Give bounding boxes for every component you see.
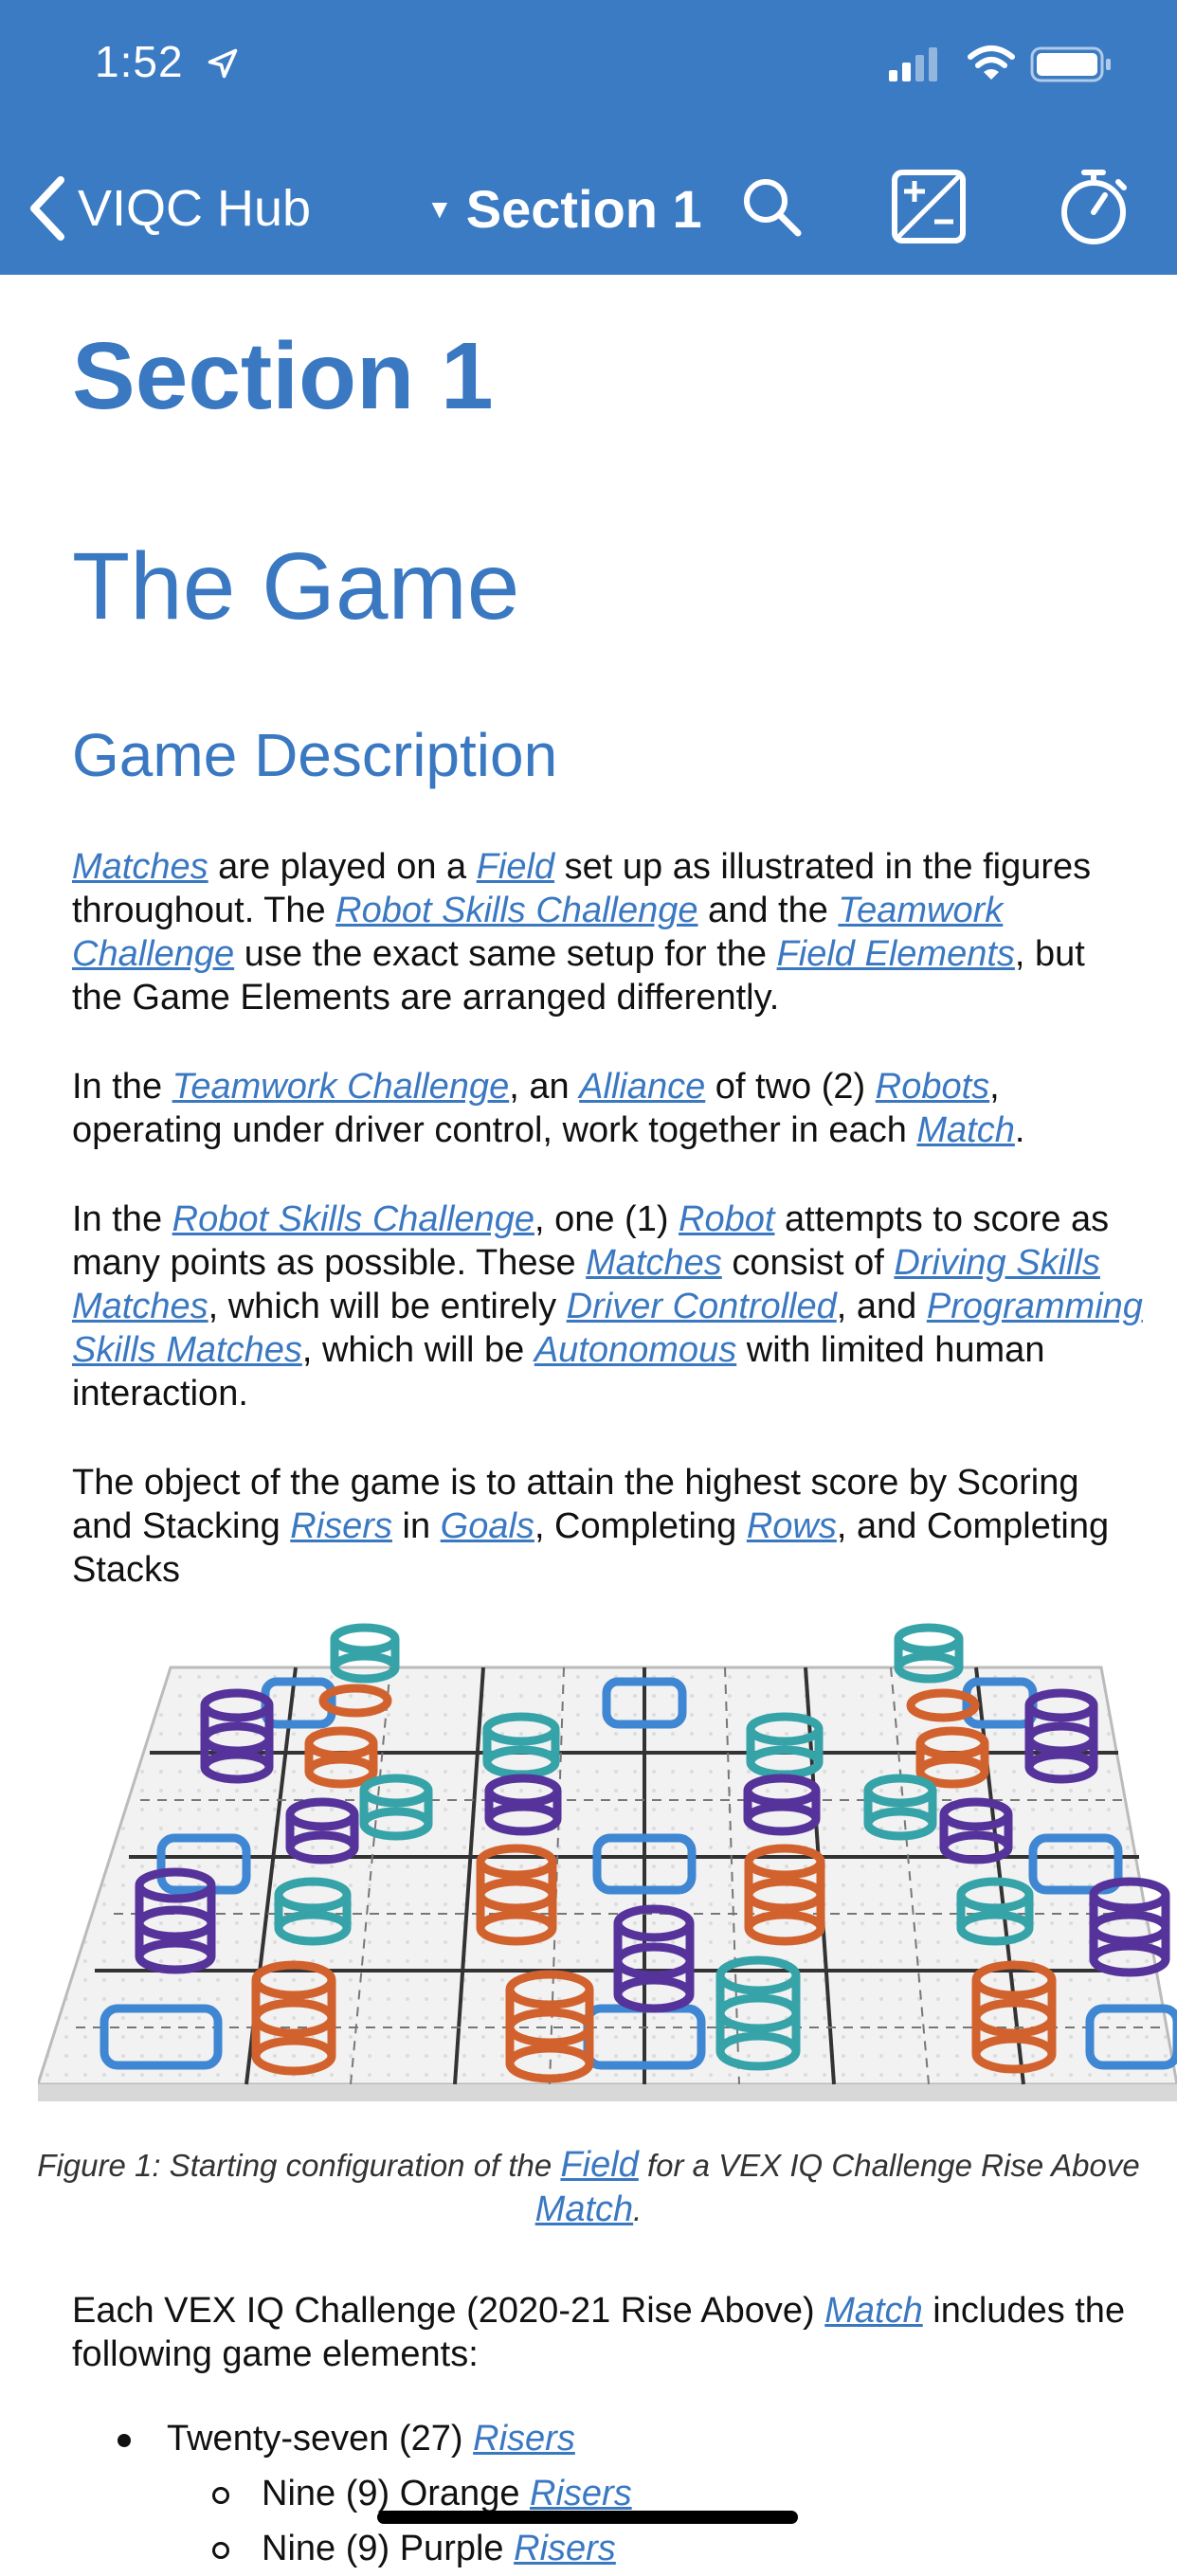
link-robot[interactable]: Robot [679, 1199, 775, 1239]
link-teamwork-challenge[interactable]: Teamwork Challenge [72, 891, 1004, 974]
nav-title-label: Section 1 [465, 179, 702, 239]
link-robot-skills-challenge[interactable]: Robot Skills Challenge [335, 891, 698, 930]
link-goals[interactable]: Goals [440, 1506, 534, 1546]
cellular-signal-icon [889, 47, 937, 81]
list-item: Nine (9) Orange Risers [72, 2466, 1143, 2521]
status-indicators [889, 44, 1116, 82]
field-illustration [35, 1623, 1177, 2101]
search-button[interactable] [739, 174, 806, 245]
battery-icon [1030, 46, 1111, 82]
timer-button[interactable] [1058, 167, 1130, 251]
home-indicator[interactable] [377, 2511, 798, 2524]
link-programming-skills-matches[interactable]: Programming Skills Matches [72, 1287, 1143, 1370]
list-item: Twenty-seven (27) Risers [72, 2411, 1143, 2466]
link-matches[interactable]: Matches [586, 1243, 722, 1283]
stopwatch-icon [1061, 170, 1127, 244]
link-match[interactable]: Match [916, 1110, 1015, 1150]
chevron-left-icon [30, 176, 64, 241]
link-robots[interactable]: Robots [875, 1067, 990, 1107]
link-alliance[interactable]: Alliance [579, 1067, 706, 1107]
link-robot-skills-challenge[interactable]: Robot Skills Challenge [172, 1199, 534, 1239]
navigation-bar: 1:52 [0, 0, 1177, 275]
paragraph-teamwork: In the Teamwork Challenge, an Alliance o… [72, 1067, 1025, 1150]
link-risers[interactable]: Risers [473, 2419, 575, 2459]
status-time: 1:52 [95, 36, 240, 91]
game-description-heading: Game Description [72, 721, 558, 789]
game-heading: The Game [72, 533, 520, 639]
link-match[interactable]: Match [824, 2291, 923, 2331]
link-rows[interactable]: Rows [746, 1506, 837, 1546]
section-selector[interactable]: ▼ Section 1 [426, 178, 702, 240]
link-risers[interactable]: Risers [530, 2474, 632, 2513]
paragraph-robot-skills: In the Robot Skills Challenge, one (1) R… [72, 1199, 1143, 1414]
figure-caption: Figure 1: Starting configuration of the … [37, 2145, 1140, 2229]
back-button[interactable]: VIQC Hub [27, 174, 311, 243]
plus-minus-calculator-icon [892, 170, 966, 243]
link-risers[interactable]: Risers [290, 1506, 392, 1546]
link-teamwork-challenge[interactable]: Teamwork Challenge [172, 1067, 510, 1107]
field-figure [35, 1611, 1177, 2103]
game-elements-list: Twenty-seven (27) Risers Nine (9) Orange… [72, 2411, 1143, 2576]
nav-row: VIQC Hub ▼ Section 1 [0, 169, 1177, 249]
link-risers[interactable]: Risers [514, 2529, 616, 2568]
link-driving-skills-matches[interactable]: Driving Skills Matches [72, 1243, 1100, 1326]
back-button-label: VIQC Hub [78, 180, 312, 237]
calculator-button[interactable] [891, 169, 967, 249]
link-field[interactable]: Field [560, 2145, 639, 2185]
location-arrow-icon [206, 40, 240, 91]
link-match[interactable]: Match [534, 2189, 634, 2229]
paragraph-game-elements: Each VEX IQ Challenge (2020-21 Rise Abov… [72, 2291, 1126, 2374]
paragraph-objective: The object of the game is to attain the … [72, 1463, 1110, 1590]
search-icon [744, 179, 802, 237]
link-matches[interactable]: Matches [72, 847, 208, 887]
section-heading: Section 1 [72, 323, 494, 429]
list-item: Nine (9) Purple Risers [72, 2521, 1143, 2576]
paragraph-matches: Matches are played on a Field set up as … [72, 847, 1092, 1018]
wifi-icon [968, 45, 1015, 80]
link-field-elements[interactable]: Field Elements [776, 934, 1015, 974]
link-autonomous[interactable]: Autonomous [534, 1330, 737, 1370]
link-field[interactable]: Field [476, 847, 555, 887]
triangle-down-icon: ▼ [426, 193, 453, 224]
link-driver-controlled[interactable]: Driver Controlled [566, 1287, 837, 1326]
